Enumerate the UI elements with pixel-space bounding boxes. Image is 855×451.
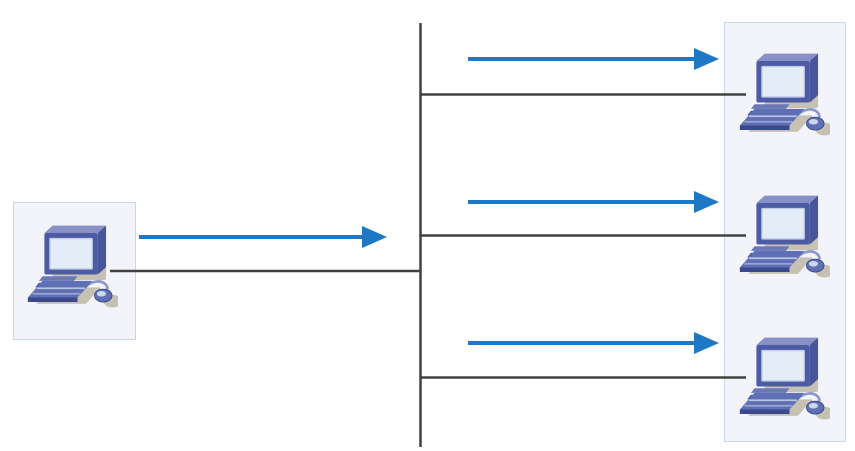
sender-computer-icon [26, 220, 118, 316]
receiver-1-flow-arrow-icon [468, 48, 719, 70]
receiver-computer-3-icon [738, 332, 830, 428]
receiver-3-flow-arrow-icon [468, 332, 719, 354]
receiver-2-flow-arrow-icon [468, 191, 719, 213]
receiver-computer-1-icon [738, 48, 830, 144]
receiver-computer-2-icon [738, 190, 830, 286]
sender-flow-arrow-icon [139, 226, 387, 248]
